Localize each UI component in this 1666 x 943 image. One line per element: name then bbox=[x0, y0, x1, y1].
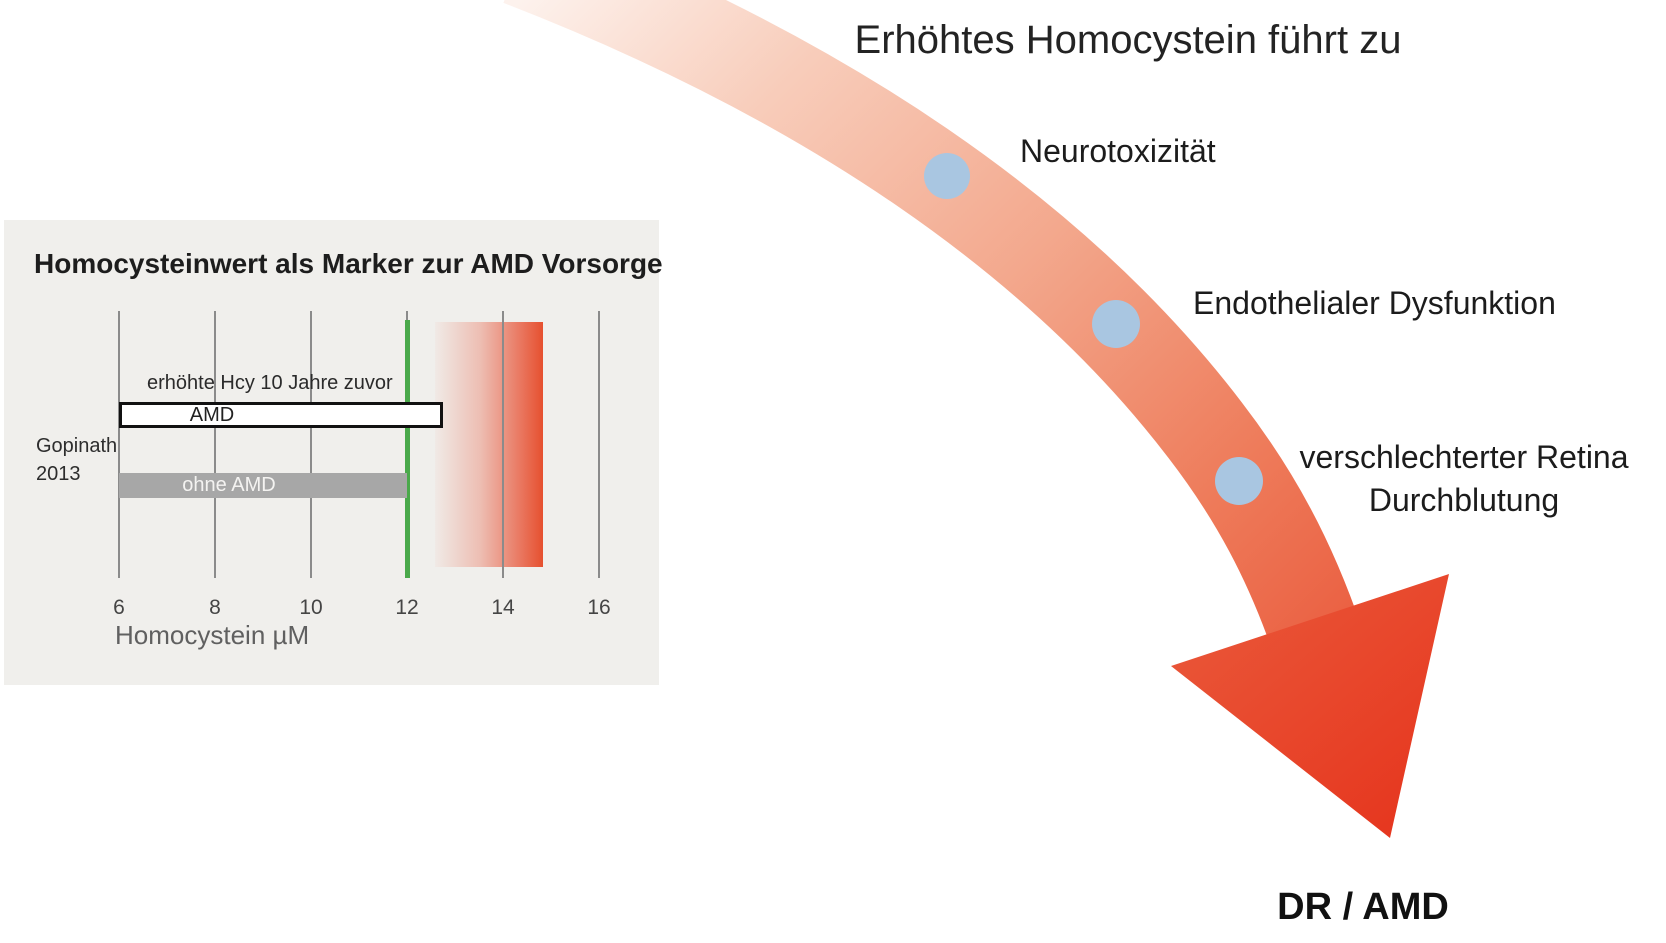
diagram-title: Erhöhtes Homocystein führt zu bbox=[854, 18, 1402, 62]
marker-dot bbox=[1092, 300, 1140, 348]
step-label-endothelial-dysfunction: Endothelialer Dysfunktion bbox=[1193, 285, 1556, 321]
bar-ohne-amd: ohne AMD bbox=[119, 473, 407, 498]
gridline bbox=[310, 311, 312, 578]
bar-ohne-amd-label: ohne AMD bbox=[182, 474, 276, 496]
chart-source-label: Gopinath 2013 bbox=[36, 432, 117, 488]
threshold-line bbox=[404, 320, 410, 578]
x-tick-label: 8 bbox=[209, 596, 221, 619]
marker-dot bbox=[1215, 457, 1263, 505]
x-tick-label: 16 bbox=[587, 596, 611, 619]
bar-amd-label: AMD bbox=[189, 403, 235, 426]
arrow-head bbox=[1171, 574, 1449, 838]
step-label-retina-line2: Durchblutung bbox=[1368, 482, 1560, 518]
chart-source-line2: 2013 bbox=[36, 463, 81, 485]
chart-annotation: erhöhte Hcy 10 Jahre zuvor bbox=[147, 372, 393, 394]
x-tick-label: 12 bbox=[395, 596, 419, 619]
bar-amd: AMD bbox=[119, 402, 443, 428]
step-label-neurotoxicity: Neurotoxizität bbox=[1020, 133, 1216, 169]
gridline bbox=[502, 311, 504, 578]
gridline bbox=[118, 311, 120, 578]
chart-panel: Homocysteinwert als Marker zur AMD Vorso… bbox=[4, 220, 663, 685]
x-tick-label: 6 bbox=[113, 596, 125, 619]
x-axis-label: Homocystein µM bbox=[115, 620, 310, 650]
risk-zone bbox=[434, 322, 543, 567]
chart-title: Homocysteinwert als Marker zur AMD Vorso… bbox=[34, 248, 663, 279]
gridline bbox=[214, 311, 216, 578]
x-tick-label: 14 bbox=[491, 596, 515, 619]
chart-source-line1: Gopinath bbox=[36, 435, 118, 457]
marker-dot bbox=[924, 153, 970, 199]
step-label-retina-perfusion: verschlechterter Retina Durchblutung bbox=[1264, 436, 1664, 522]
gridline bbox=[598, 311, 600, 578]
outcome-label: DR / AMD bbox=[1277, 886, 1449, 928]
step-label-retina-line1: verschlechterter Retina bbox=[1299, 439, 1629, 475]
chart-plot-area: 6 8 10 12 14 16 AMD ohne AMD bbox=[4, 220, 659, 685]
x-tick-label: 10 bbox=[299, 596, 323, 619]
